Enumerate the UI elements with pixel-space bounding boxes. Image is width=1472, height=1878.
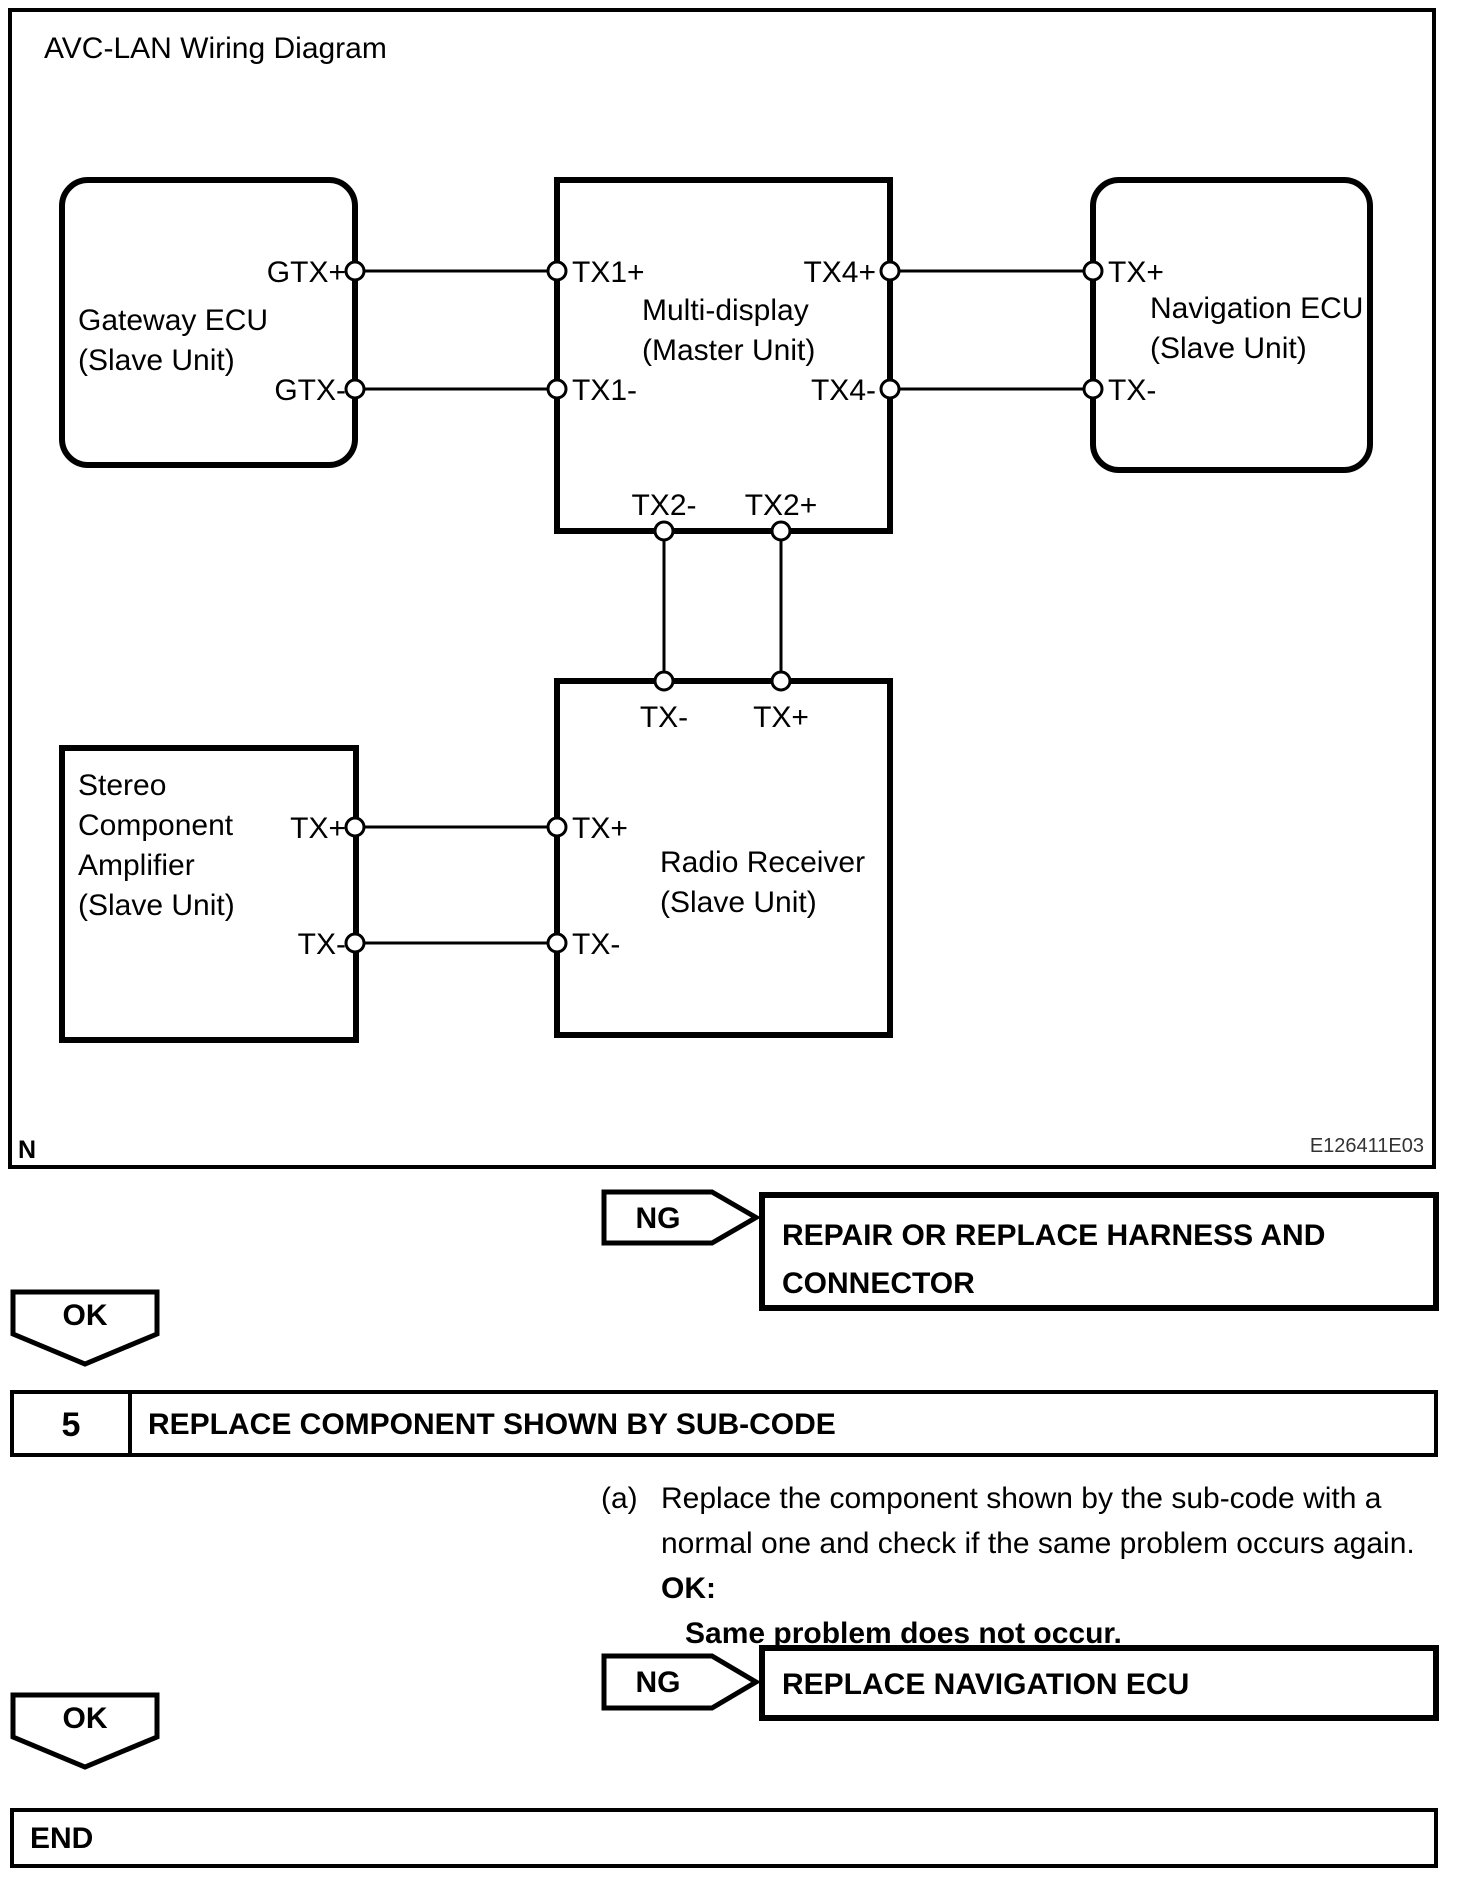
terminal-label-nav-tx-minus: TX-: [1108, 374, 1156, 407]
terminal-node: [1082, 378, 1104, 400]
figure-code: E126411E03: [1310, 1135, 1424, 1157]
terminal-node: [879, 378, 901, 400]
navigation-ecu-name: Navigation ECU: [1150, 292, 1363, 325]
gateway-ecu-box: Gateway ECU (Slave Unit) GTX+ GTX-: [59, 177, 358, 468]
terminal-node: [879, 260, 901, 282]
multi-display-role: (Master Unit): [642, 334, 815, 367]
stereo-amplifier-outline: [59, 745, 359, 1043]
terminal-label-tx1-plus: TX1+: [572, 256, 645, 289]
ok-flag-icon: [10, 1289, 160, 1367]
instruction-line2: normal one and check if the same problem…: [661, 1527, 1415, 1560]
terminal-node: [546, 378, 568, 400]
diagram-title: AVC-LAN Wiring Diagram: [44, 32, 387, 65]
instruction-block: (a) Replace the component shown by the s…: [601, 1482, 1415, 1650]
ng-result-line1: REPAIR OR REPLACE HARNESS AND: [782, 1219, 1325, 1252]
wiring-diagram-panel: AVC-LAN Wiring Diagram Gateway ECU (Slav…: [8, 8, 1436, 1169]
terminal-label-tx4-minus: TX4-: [811, 374, 876, 407]
stereo-amplifier-name-1: Stereo: [78, 769, 166, 802]
stereo-amplifier-box: Stereo Component Amplifier (Slave Unit) …: [59, 745, 359, 1043]
ng-result-text: REPLACE NAVIGATION ECU: [782, 1668, 1189, 1701]
gateway-ecu-name: Gateway ECU: [78, 304, 268, 337]
terminal-node: [653, 520, 675, 542]
end-block: END: [10, 1808, 1438, 1868]
terminal-node: [546, 816, 568, 838]
ok-label: OK: [63, 1299, 108, 1332]
terminal-label-nav-tx-plus: TX+: [1108, 256, 1164, 289]
multi-display-outline: [554, 177, 893, 534]
radio-receiver-outline: [554, 678, 893, 1038]
terminal-label-gtx-minus: GTX-: [274, 374, 346, 407]
end-box: [10, 1808, 1438, 1868]
gateway-ecu-outline: [59, 177, 358, 468]
step-box: [10, 1390, 1438, 1457]
ng-branch-1: NG REPAIR OR REPLACE HARNESS AND CONNECT…: [601, 1189, 1439, 1311]
terminal-label-tx1-minus: TX1-: [572, 374, 637, 407]
ok-label: OK: [63, 1702, 108, 1735]
navigation-ecu-role: (Slave Unit): [1150, 332, 1307, 365]
terminal-node: [770, 670, 792, 692]
terminal-node: [344, 816, 366, 838]
terminal-label-tx2-plus: TX2+: [745, 489, 818, 522]
terminal-label-gtx-plus: GTX+: [267, 256, 346, 289]
diagram-border: [8, 8, 1436, 1169]
terminal-nodes: [344, 260, 1104, 954]
terminal-label-radio-left-plus: TX+: [572, 812, 628, 845]
ng-branch-2: NG REPLACE NAVIGATION ECU: [601, 1645, 1439, 1721]
flowchart: NG REPAIR OR REPLACE HARNESS AND CONNECT…: [10, 1189, 1439, 1868]
terminal-label-stereo-tx-minus: TX-: [298, 928, 346, 961]
bus-wires: [355, 269, 1093, 945]
stereo-amplifier-name-2: Component: [78, 809, 234, 842]
terminal-node: [546, 260, 568, 282]
radio-receiver-role: (Slave Unit): [660, 886, 817, 919]
terminal-label-stereo-tx-plus: TX+: [290, 812, 346, 845]
terminal-label-tx4-plus: TX4+: [803, 256, 876, 289]
instruction-ok-heading: OK:: [661, 1572, 716, 1605]
ng-label: NG: [636, 1202, 681, 1235]
terminal-node: [546, 932, 568, 954]
terminal-label-radio-top-plus: TX+: [753, 701, 809, 734]
instruction-ok-condition: Same problem does not occur.: [685, 1617, 1122, 1650]
end-label: END: [30, 1822, 93, 1855]
ng-result-line2: CONNECTOR: [782, 1267, 975, 1300]
step-number: 5: [62, 1406, 81, 1444]
radio-receiver-name: Radio Receiver: [660, 846, 865, 879]
step-title: REPLACE COMPONENT SHOWN BY SUB-CODE: [148, 1408, 836, 1441]
stereo-amplifier-role: (Slave Unit): [78, 889, 235, 922]
ng-arrow-icon: [601, 1653, 761, 1711]
terminal-node: [344, 932, 366, 954]
terminal-node: [344, 378, 366, 400]
step-5-header: 5 REPLACE COMPONENT SHOWN BY SUB-CODE: [10, 1390, 1438, 1457]
ng-result-box: [759, 1192, 1439, 1311]
instruction-line1: Replace the component shown by the sub-c…: [661, 1482, 1382, 1515]
gateway-ecu-role: (Slave Unit): [78, 344, 235, 377]
terminal-node: [344, 260, 366, 282]
multi-display-name: Multi-display: [642, 294, 809, 327]
ng-arrow-icon: [601, 1189, 761, 1246]
navigation-ecu-outline: [1090, 177, 1373, 473]
terminal-node: [653, 670, 675, 692]
ok-branch-1: OK: [10, 1289, 160, 1367]
terminal-label-tx2-minus: TX2-: [631, 489, 696, 522]
terminal-node: [1082, 260, 1104, 282]
ok-flag-icon: [10, 1692, 160, 1770]
terminal-node: [770, 520, 792, 542]
multi-display-box: Multi-display (Master Unit) TX1+ TX1- TX…: [554, 177, 893, 534]
diagram-corner-letter: N: [18, 1136, 36, 1164]
ng-label: NG: [636, 1666, 681, 1699]
ok-branch-2: OK: [10, 1692, 160, 1770]
navigation-ecu-box: Navigation ECU (Slave Unit) TX+ TX-: [1090, 177, 1373, 473]
terminal-label-radio-top-minus: TX-: [640, 701, 688, 734]
ng-result-box: [759, 1645, 1439, 1721]
terminal-label-radio-left-minus: TX-: [572, 928, 620, 961]
instruction-marker: (a): [601, 1482, 638, 1515]
stereo-amplifier-name-3: Amplifier: [78, 849, 195, 882]
radio-receiver-box: Radio Receiver (Slave Unit) TX- TX+ TX+ …: [554, 678, 893, 1038]
